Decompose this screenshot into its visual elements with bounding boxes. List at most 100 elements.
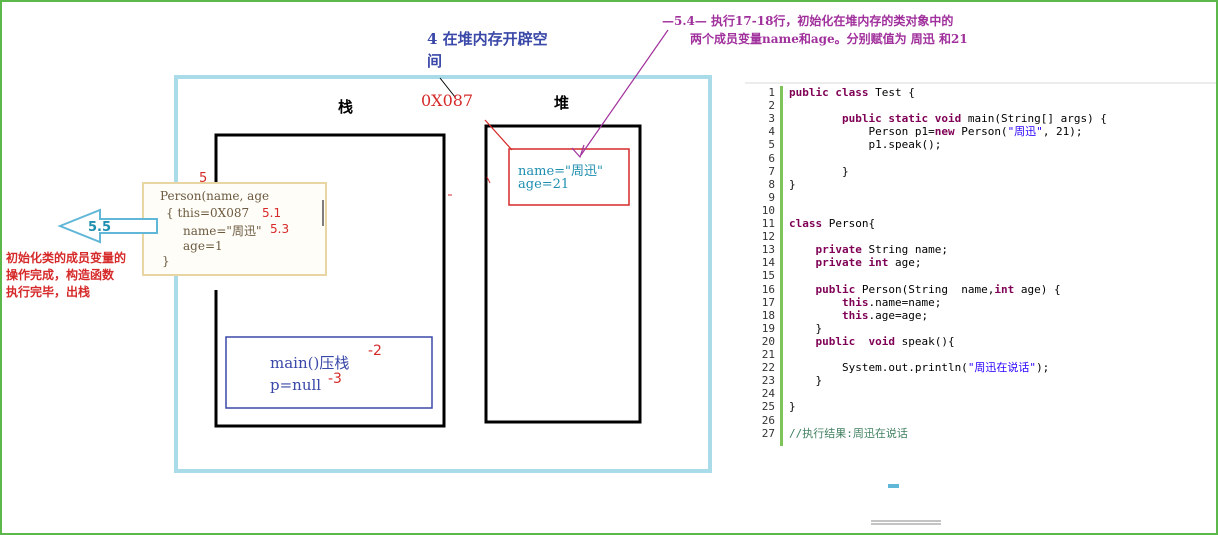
step55-label: 5.5 bbox=[88, 220, 112, 235]
code-line: 7 } bbox=[745, 164, 848, 178]
constructor-signature: Person(name, age bbox=[160, 189, 270, 203]
code-line: 15 bbox=[745, 269, 775, 282]
code-text: public static void main(String[] args) { bbox=[841, 112, 1107, 126]
heap-object-name: name="周迅" bbox=[518, 164, 603, 179]
line-number: 17 bbox=[761, 295, 775, 309]
constructor-close: } bbox=[162, 254, 170, 268]
code-gutter bbox=[780, 86, 783, 446]
code-text: this.name=name; bbox=[841, 295, 942, 309]
line-number: 2 bbox=[768, 99, 775, 113]
line-number: 10 bbox=[761, 203, 775, 217]
main-p-null: p=null bbox=[270, 376, 322, 394]
code-text: private int age; bbox=[815, 256, 922, 270]
code-line: 10 bbox=[745, 204, 775, 217]
code-text: private String name; bbox=[815, 243, 948, 257]
code-line: 4 Person p1=new Person("周迅", 21); bbox=[745, 125, 1082, 139]
step54-arrow-line bbox=[580, 29, 669, 156]
line-number: 16 bbox=[761, 282, 775, 296]
constructor-frame-box bbox=[142, 182, 327, 276]
heap-object-box bbox=[508, 148, 630, 206]
code-text: public Person(String name,int age) { bbox=[815, 282, 1061, 296]
address-to-object-line bbox=[484, 119, 513, 151]
tick-mark-2 bbox=[486, 176, 491, 184]
constructor-this: { this=0X087 bbox=[166, 206, 250, 220]
constructor-name: name="周迅" bbox=[183, 224, 262, 238]
code-line: 20 public void speak(){ bbox=[745, 334, 955, 348]
constructor-age: age=1 bbox=[183, 239, 223, 253]
line-number: 1 bbox=[768, 86, 775, 99]
code-line: 18 this.age=age; bbox=[745, 308, 928, 322]
line-number: 25 bbox=[761, 400, 775, 414]
code-line: 21 bbox=[745, 348, 775, 361]
line-number: 7 bbox=[768, 164, 775, 178]
main-push-label: main()压栈 bbox=[270, 354, 350, 372]
heap-object-age: age=21 bbox=[518, 177, 570, 192]
line-number: 5 bbox=[768, 138, 775, 152]
code-line: 25} bbox=[745, 400, 796, 414]
code-line: 5 p1.speak(); bbox=[745, 138, 941, 152]
step54-label: —5.4— 执行17-18行，初始化在堆内存的类对象中的 bbox=[662, 14, 954, 28]
line-number: 23 bbox=[761, 374, 775, 388]
code-line: 9 bbox=[745, 191, 775, 204]
scroll-marker bbox=[888, 484, 899, 488]
step53-label: 5.3 bbox=[270, 222, 290, 236]
line-number: 13 bbox=[761, 243, 775, 257]
line-number: 11 bbox=[761, 217, 775, 230]
exit-note-line1: 初始化类的成员变量的 bbox=[6, 251, 127, 265]
main-frame-box bbox=[225, 336, 433, 409]
code-text: Person p1=new Person("周迅", 21); bbox=[789, 125, 1083, 139]
line-number: 19 bbox=[761, 321, 775, 335]
code-line: 19 } bbox=[745, 321, 822, 335]
line-number: 3 bbox=[768, 112, 775, 126]
line-number: 26 bbox=[761, 413, 775, 427]
code-text: } bbox=[789, 374, 823, 388]
code-line: 11 class Person{ bbox=[745, 217, 875, 230]
code-text: class Person{ bbox=[789, 217, 876, 230]
step3-label: -3 bbox=[328, 371, 342, 387]
code-line: 27//执行结果:周迅在说话 bbox=[745, 427, 908, 440]
line-number: 18 bbox=[761, 308, 775, 322]
line-number: 24 bbox=[761, 387, 775, 401]
line-number: 22 bbox=[761, 361, 775, 375]
step54-label-cont: 两个成员变量name和age。分别赋值为 周迅 和21 bbox=[690, 32, 968, 46]
step5-label: 5 bbox=[199, 171, 208, 186]
line-number: 15 bbox=[761, 269, 775, 283]
exit-note-line3: 执行完毕，出栈 bbox=[6, 285, 91, 299]
code-line: 12 bbox=[745, 230, 775, 243]
code-line: 13 private String name; bbox=[745, 243, 948, 257]
code-text: p1.speak(); bbox=[789, 138, 942, 152]
step2-label: -2 bbox=[368, 343, 382, 359]
code-line: 22 System.out.println("周迅在说话"); bbox=[745, 361, 1050, 375]
address-connector bbox=[439, 77, 456, 98]
code-text: } bbox=[789, 177, 796, 191]
line-number: 8 bbox=[768, 177, 775, 191]
line-number: 6 bbox=[768, 151, 775, 165]
code-line: 1 public class Test { bbox=[745, 86, 914, 99]
code-text: public void speak(){ bbox=[815, 334, 955, 348]
code-text: } bbox=[789, 400, 796, 414]
step51-label: 5.1 bbox=[262, 206, 282, 220]
line-number: 21 bbox=[761, 348, 775, 361]
code-text: System.out.println("周迅在说话"); bbox=[789, 361, 1050, 375]
line-number: 4 bbox=[768, 125, 775, 139]
stack-box bbox=[214, 133, 446, 428]
code-line: 6 bbox=[745, 152, 775, 165]
line-number: 14 bbox=[761, 256, 775, 270]
heap-box bbox=[484, 124, 642, 424]
line-number: 9 bbox=[768, 190, 775, 204]
code-text: } bbox=[789, 321, 823, 335]
code-line: 16 public Person(String name,int age) { bbox=[745, 282, 1061, 296]
line-number: 20 bbox=[761, 334, 775, 348]
code-line: 8} bbox=[745, 177, 795, 191]
code-text: public class Test { bbox=[789, 86, 915, 99]
heap-address: 0X087 bbox=[421, 91, 474, 110]
code-line: 26 bbox=[745, 414, 775, 427]
code-line: 24 bbox=[745, 387, 775, 400]
step54-arrowhead bbox=[571, 144, 585, 159]
step4-label: 4 在堆内存开辟空 bbox=[427, 30, 548, 48]
code-text: //执行结果:周迅在说话 bbox=[789, 426, 908, 440]
exit-note-line2: 操作完成，构造函数 bbox=[6, 268, 115, 282]
step4-label-cont: 间 bbox=[427, 52, 443, 70]
